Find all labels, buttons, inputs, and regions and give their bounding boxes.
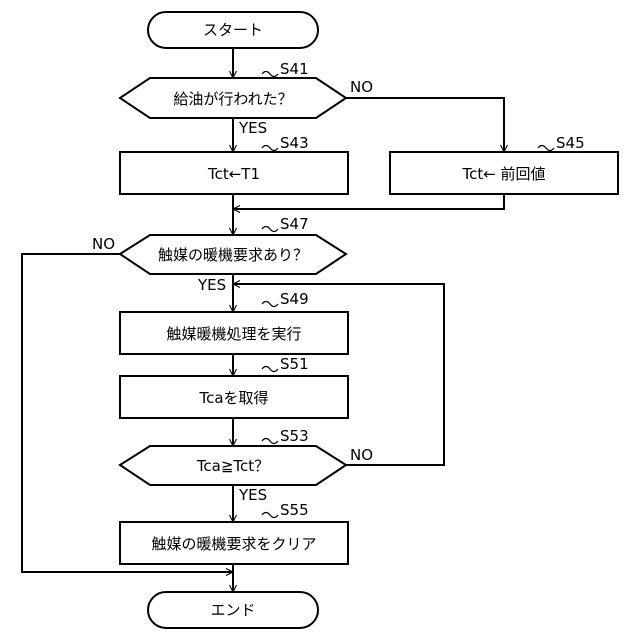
branch-no-s53: NO [350, 446, 373, 464]
step-id-s53: S53 [280, 427, 309, 445]
tilde-s53 [262, 439, 278, 444]
tilde-s47 [262, 227, 278, 232]
branch-no-s41: NO [350, 78, 373, 96]
tilde-s55 [262, 513, 278, 518]
step-id-s43: S43 [280, 134, 309, 152]
connector [233, 194, 504, 209]
process-s49-text: 触媒暖機処理を実行 [166, 325, 301, 343]
process-s45-text: Tct← 前回値 [461, 165, 545, 183]
step-id-s55: S55 [280, 501, 309, 519]
branch-yes-s41: YES [238, 119, 267, 137]
tilde-s45 [538, 146, 554, 151]
end-label: エンド [210, 601, 255, 619]
tilde-s49 [262, 302, 278, 307]
tilde-s43 [262, 146, 278, 151]
decision-s53-text: Tca≧Tct？ [196, 457, 269, 475]
process-s51-text: Tcaを取得 [198, 389, 268, 407]
step-id-s41: S41 [280, 60, 309, 78]
tilde-s51 [262, 367, 278, 372]
start-label: スタート [203, 21, 263, 39]
process-s43-text: Tct←T1 [207, 165, 260, 183]
branch-yes-s53: YES [238, 486, 267, 504]
branch-yes-s47: YES [197, 276, 226, 294]
step-id-s45: S45 [556, 134, 585, 152]
step-id-s49: S49 [280, 290, 309, 308]
branch-no-s47: NO [92, 235, 115, 253]
step-id-s51: S51 [280, 355, 309, 373]
process-s55-text: 触媒の暖機要求をクリア [151, 535, 316, 553]
decision-s47-text: 触媒の暖機要求あり？ [158, 246, 308, 264]
tilde-s41 [262, 72, 278, 77]
decision-s41-text: 給油が行われた？ [173, 90, 292, 108]
step-id-s47: S47 [280, 215, 309, 233]
connector [346, 98, 504, 152]
